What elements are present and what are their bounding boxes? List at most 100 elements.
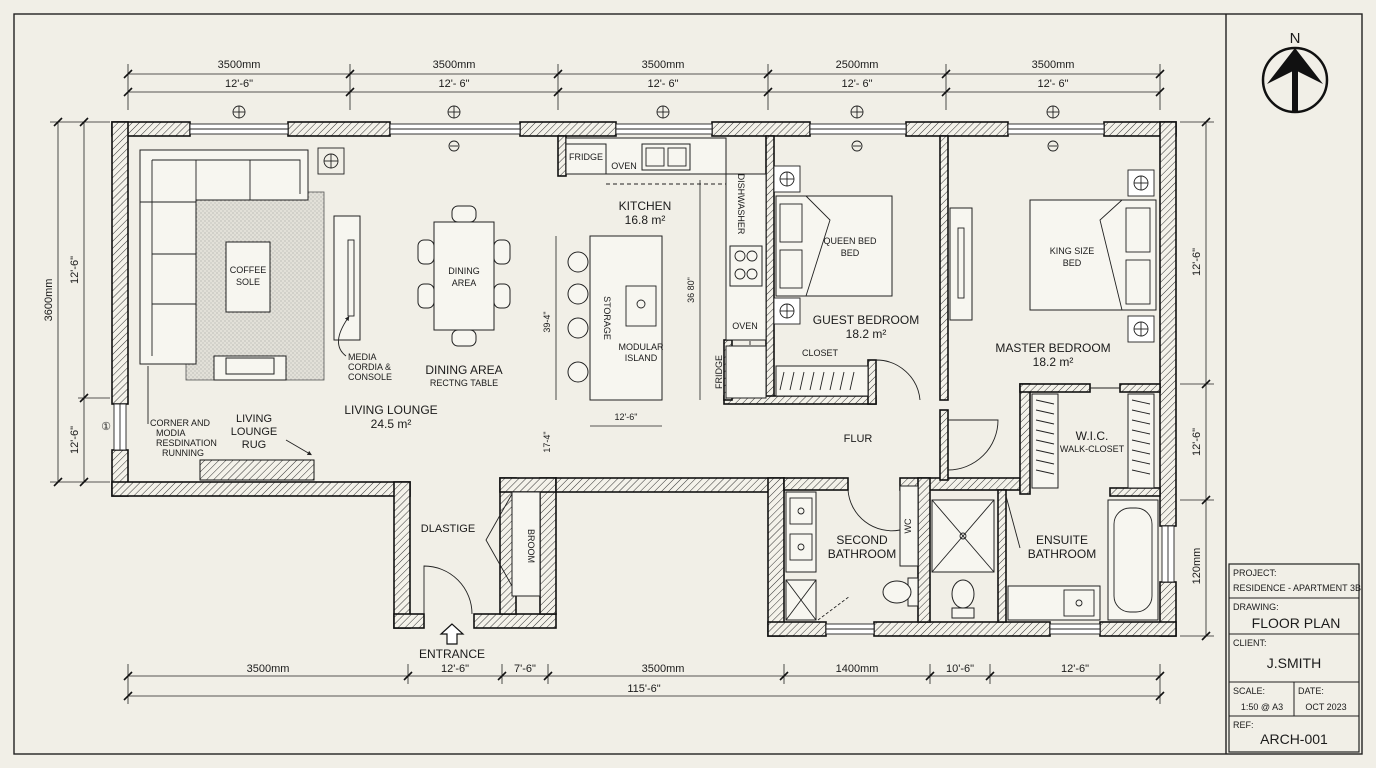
- entry: BROOM DLASTIGE ENTRANCE: [419, 491, 541, 661]
- wic-name: W.I.C.: [1076, 429, 1109, 443]
- kitchen-name: KITCHEN: [619, 199, 672, 213]
- north-label: N: [1290, 30, 1301, 47]
- kitchen-area: 16.8 m²: [625, 213, 666, 227]
- dishwasher-label: DISHWASHER: [736, 174, 746, 235]
- sectional-sofa: [139, 149, 309, 365]
- entry-door-swing: [423, 565, 473, 615]
- scale-value: 1:50 @ A3: [1241, 702, 1283, 712]
- north-arrow-icon: N: [1261, 30, 1329, 114]
- left-dim-ft-1: 12'-6": [69, 256, 81, 284]
- date-label: DATE:: [1298, 686, 1324, 696]
- living-room-name: LIVING LOUNGE: [344, 403, 437, 417]
- exterior-walls: [111, 121, 1177, 637]
- guest-bedroom-name: GUEST BEDROOM: [813, 313, 919, 327]
- date-value: OCT 2023: [1305, 702, 1346, 712]
- left-dim-mm: 3600mm: [43, 279, 55, 322]
- top-dim-ft-5: 12'- 6": [1037, 78, 1068, 90]
- bottom-dim-7: 12'-6": [1061, 663, 1089, 675]
- bottom-dim-total: 115'-6": [627, 683, 660, 695]
- entry-storage-label: DLASTIGE: [421, 523, 475, 535]
- ref-label: REF:: [1233, 720, 1254, 730]
- title-block: PROJECT: RESIDENCE - APARTMENT 3B DRAWIN…: [1228, 563, 1361, 753]
- top-dim-mm-3: 3500mm: [642, 59, 685, 71]
- left-dim-ft-2: 12'-6": [69, 426, 81, 454]
- king-bed: [1029, 199, 1157, 311]
- dining-room-name: DINING AREA: [425, 363, 502, 377]
- top-dim-mm-2: 3500mm: [433, 59, 476, 71]
- scale-label: SCALE:: [1233, 686, 1265, 696]
- master-door-swing: [947, 419, 999, 471]
- island-vdim-1: 39-4": [542, 311, 552, 332]
- top-dimensions: 3500mm 3500mm 3500mm 2500mm 3500mm 12'-6…: [123, 59, 1165, 119]
- shower-room: [931, 499, 995, 619]
- wic-sub: WALK-CLOSET: [1060, 444, 1125, 454]
- toilet-icon: [882, 577, 919, 607]
- master-bedroom-area: 18.2 m²: [1033, 355, 1074, 369]
- entry-arrow-icon: [439, 623, 465, 645]
- top-dim-mm-5: 3500mm: [1032, 59, 1075, 71]
- oven-side-label: OVEN: [732, 321, 758, 331]
- sheet-border: [13, 13, 1363, 755]
- dining-table: [433, 221, 495, 331]
- project-value: RESIDENCE - APARTMENT 3B: [1233, 583, 1361, 593]
- island-vdim-2: 36 80": [686, 277, 696, 303]
- drawing-label: DRAWING:: [1233, 602, 1279, 612]
- windows: [113, 123, 1175, 635]
- ceiling-light-icons: [448, 140, 1059, 152]
- island-storage-label: STORAGE: [602, 296, 612, 340]
- fridge-side-label: FRIDGE: [714, 355, 724, 389]
- top-dim-ft-4: 12'- 6": [841, 78, 872, 90]
- right-dim-ft-2: 12'-6": [1191, 428, 1203, 456]
- right-dimensions: 12'-6" 12'-6" 120mm: [1180, 117, 1214, 641]
- master-bedroom-name: MASTER BEDROOM: [995, 341, 1110, 355]
- top-dim-ft-3: 12'- 6": [647, 78, 678, 90]
- coffee-table: [225, 241, 271, 313]
- section-marker: ①: [101, 421, 111, 433]
- master-dresser: [949, 207, 973, 321]
- left-dimensions: 3600mm 12'-6" 12'-6" ①: [43, 117, 111, 487]
- right-dim-ft-1: 12'-6": [1191, 248, 1203, 276]
- wc-cabinet: [899, 485, 919, 567]
- top-dim-mm-1: 3500mm: [218, 59, 261, 71]
- media-console: [333, 215, 361, 341]
- toilet-icon: [951, 579, 975, 619]
- closet-label: CLOSET: [802, 348, 839, 358]
- queen-bed: [775, 195, 893, 297]
- guest-bedroom-area: 18.2 m²: [846, 327, 887, 341]
- right-dim-mm: 120mm: [1191, 548, 1203, 585]
- entry-closet-label: BROOM: [526, 529, 536, 563]
- hall-label: FLUR: [844, 433, 873, 445]
- bathtub-icon: [1107, 499, 1159, 621]
- guest-door-swing: [875, 359, 921, 401]
- client-value: J.SMITH: [1267, 655, 1321, 671]
- stove: [729, 245, 763, 287]
- top-dim-mm-4: 2500mm: [836, 59, 879, 71]
- entrance-label: ENTRANCE: [419, 647, 485, 661]
- drawing-value: FLOOR PLAN: [1252, 615, 1341, 631]
- island-dim: 12'-6": [615, 412, 638, 422]
- oven-top-label: OVEN: [611, 161, 637, 171]
- bottom-dim-4: 3500mm: [642, 663, 685, 675]
- dining-room-sub: RECTNG TABLE: [430, 378, 498, 388]
- top-dim-ft-1: 12'-6": [225, 78, 253, 90]
- bottom-dim-1: 3500mm: [247, 663, 290, 675]
- ref-value: ARCH-001: [1260, 731, 1328, 747]
- island-vdim-3: 17-4": [542, 431, 552, 452]
- top-dim-ft-2: 12'- 6": [438, 78, 469, 90]
- bottom-dim-6: 10'-6": [946, 663, 974, 675]
- kitchen: FRIDGE OVEN DISHWASHER OVEN FRIDGE STORA…: [542, 137, 767, 453]
